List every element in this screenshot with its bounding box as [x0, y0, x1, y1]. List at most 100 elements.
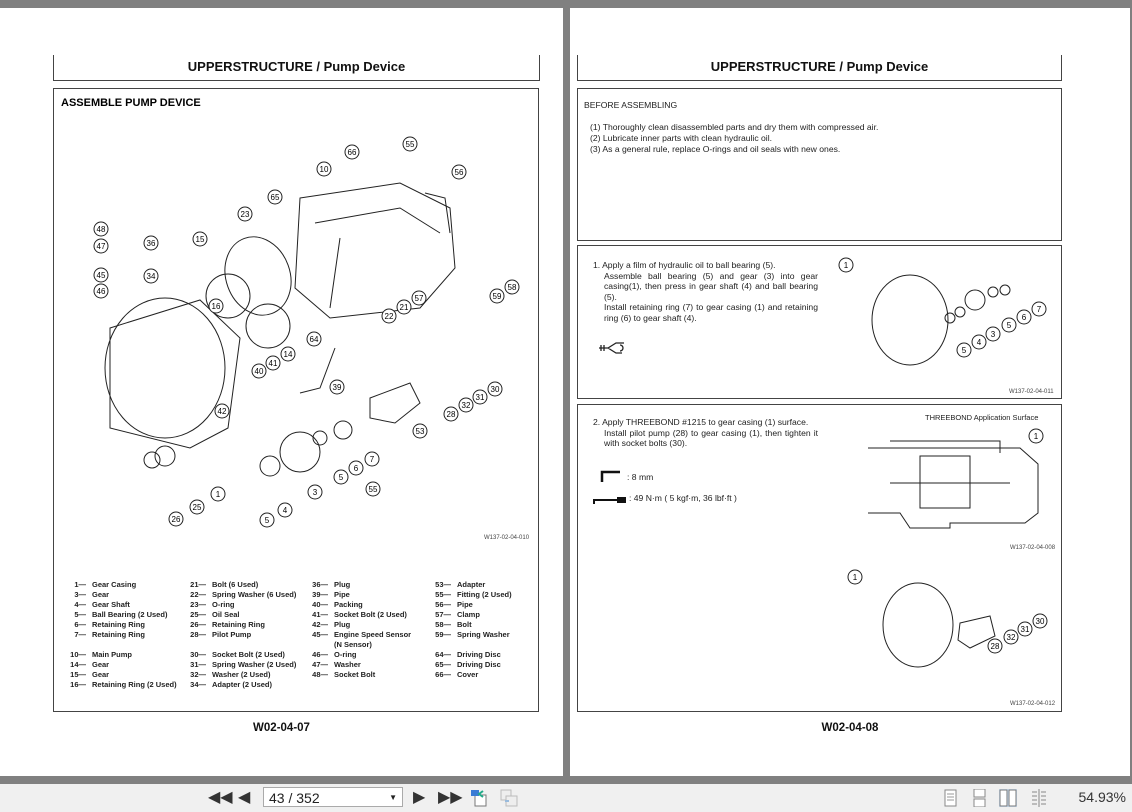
parts-list-item: 46—O-ring [306, 650, 411, 660]
figure-code: W137-02-04-012 [1010, 701, 1056, 707]
callout: 64 [306, 331, 322, 347]
part-number: 1— [74, 580, 86, 589]
gear [279, 431, 321, 473]
callout: 1 [210, 486, 226, 502]
part-number: 58— [435, 620, 451, 629]
callout-number: 14 [284, 350, 293, 359]
callout-number: 28 [447, 410, 456, 419]
callout-number: 3 [313, 488, 318, 497]
single-page-view-icon[interactable] [941, 789, 959, 807]
callout: 66 [344, 144, 360, 160]
callout-number: 30 [1036, 617, 1045, 626]
callout: 53 [412, 423, 428, 439]
part-number: 22— [190, 590, 206, 599]
ring [999, 284, 1011, 296]
oil-seal [154, 445, 176, 467]
part-name: Fitting (2 Used) [457, 590, 512, 599]
parts-list-item: 47—Washer [306, 660, 411, 670]
before-title: BEFORE ASSEMBLING [584, 100, 678, 110]
chevron-down-icon[interactable]: ▼ [389, 793, 397, 802]
part-name: Retaining Ring [92, 630, 145, 639]
parts-list-item: 10—Main Pump [64, 650, 177, 660]
parts-list-item: 32—Washer (2 Used) [184, 670, 296, 680]
callout: 28 [987, 638, 1003, 654]
callout: 34 [143, 268, 159, 284]
parts-list-item: (N Sensor) [306, 640, 411, 650]
retaining-ring [333, 420, 353, 440]
part-name: Washer (2 Used) [212, 670, 271, 679]
parts-list-item: 55—Fitting (2 Used) [429, 590, 512, 600]
last-page-button[interactable]: ▶▶ [438, 789, 463, 806]
callout-number: 26 [172, 515, 181, 524]
callout-number: 46 [97, 287, 106, 296]
parts-list-item: 42—Plug [306, 620, 411, 630]
part-number: 31— [190, 660, 206, 669]
callout: 59 [489, 288, 505, 304]
part-name: Bolt (6 Used) [212, 580, 259, 589]
callout: 4 [971, 334, 987, 350]
part-name: Clamp [457, 610, 480, 619]
parts-list-item: 4—Gear Shaft [64, 600, 177, 610]
callout-number: 25 [193, 503, 202, 512]
parts-list-item: 41—Socket Bolt (2 Used) [306, 610, 411, 620]
assemble-pump-box: ASSEMBLE PUMP DEVICE W137-02-04-010 1—Ge… [53, 88, 539, 712]
parts-list-item: 3—Gear [64, 590, 177, 600]
page-number: W02-04-08 [821, 722, 879, 734]
first-page-button[interactable]: ◀◀ [208, 789, 233, 806]
part-name: Main Pump [92, 650, 133, 659]
callout-number: 56 [455, 168, 464, 177]
part-number: 53— [435, 580, 451, 589]
callout: 1 [847, 569, 863, 585]
callout-number: 66 [348, 148, 357, 157]
callout: 58 [504, 279, 520, 295]
parts-list-item: 34—Adapter (2 Used) [184, 680, 296, 690]
parts-list-item: 22—Spring Washer (6 Used) [184, 590, 296, 600]
parts-column: 21—Bolt (6 Used)22—Spring Washer (6 Used… [184, 580, 296, 689]
part-name: Socket Bolt (2 Used) [212, 650, 285, 659]
callout: 21 [396, 299, 412, 315]
callout: 65 [267, 189, 283, 205]
callout: 31 [472, 389, 488, 405]
callout-number: 1 [853, 573, 858, 582]
forward-view-icon[interactable] [500, 789, 518, 807]
callout: 57 [411, 290, 427, 306]
callout-number: 16 [212, 302, 221, 311]
part-number: 28— [190, 630, 206, 639]
part-name: (N Sensor) [334, 640, 372, 649]
part-number: 15— [70, 670, 86, 679]
callout: 30 [487, 381, 503, 397]
callout-number: 47 [97, 242, 106, 251]
part-number: 14— [70, 660, 86, 669]
wrench-size: : 8 mm [627, 472, 654, 482]
callout-number: 59 [493, 292, 502, 301]
part-number: 65— [435, 660, 451, 669]
callout-number: 31 [476, 393, 485, 402]
callout-number: 48 [97, 225, 106, 234]
pilot-pump [957, 615, 996, 649]
callout: 7 [364, 451, 380, 467]
callout-number: 42 [218, 407, 227, 416]
callout: 23 [237, 206, 253, 222]
gear [964, 289, 986, 311]
callout-number: 3 [991, 330, 996, 339]
part-name: Ball Bearing (2 Used) [92, 610, 168, 619]
left-page: UPPERSTRUCTURE / Pump Device ASSEMBLE PU… [0, 8, 563, 776]
parts-list-item: 28—Pilot Pump [184, 630, 296, 640]
page-number-input[interactable]: 43 / 352▼ [263, 787, 403, 807]
callout: 26 [168, 511, 184, 527]
next-page-button[interactable]: ▶ [413, 789, 426, 806]
continuous-facing-view-icon[interactable] [1030, 789, 1048, 807]
part-number: 30— [190, 650, 206, 659]
callout: 16 [208, 298, 224, 314]
back-view-icon[interactable] [470, 789, 488, 807]
callout: 5 [956, 342, 972, 358]
pilot-pump [369, 382, 421, 424]
part-number: 25— [190, 610, 206, 619]
callout-number: 31 [1021, 625, 1030, 634]
continuous-view-icon[interactable] [970, 789, 988, 807]
zoom-level[interactable]: 54.93% [1078, 789, 1126, 805]
step1-line: Assemble ball bearing (5) and gear (3) i… [604, 270, 818, 302]
previous-page-button[interactable]: ◀ [238, 789, 251, 806]
facing-view-icon[interactable] [999, 789, 1017, 807]
